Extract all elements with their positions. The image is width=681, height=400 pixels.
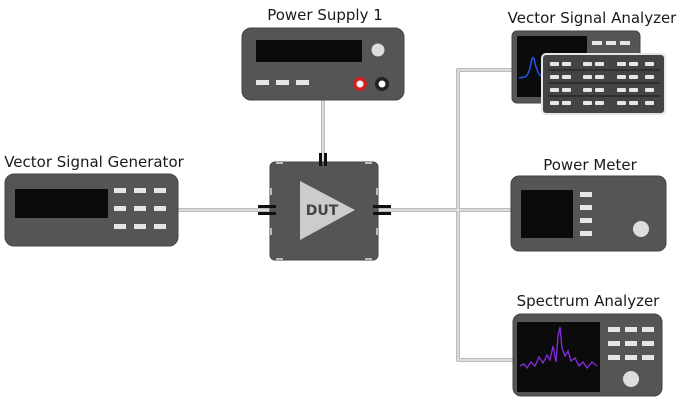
connector-dut-input xyxy=(258,205,276,215)
power-supply-knob xyxy=(371,43,385,57)
dut-label: DUT xyxy=(306,203,339,219)
button xyxy=(256,80,269,85)
button xyxy=(296,80,309,85)
connector-dut-output xyxy=(373,205,391,215)
signal-generator-label: Vector Signal Generator xyxy=(4,153,184,171)
generator-display xyxy=(15,189,108,218)
power-meter-knob xyxy=(633,221,649,237)
cable-highlights xyxy=(178,69,517,361)
spectrum-analyzer-knob xyxy=(623,371,639,387)
generator-buttons xyxy=(114,188,166,229)
spectrum-analyzer-label: Spectrum Analyzer xyxy=(517,292,661,310)
button xyxy=(276,80,289,85)
power-meter-label: Power Meter xyxy=(543,156,637,174)
cable-splitter-to-spectrum-analyzer xyxy=(456,210,514,362)
vsa-expansion-panel xyxy=(541,53,666,115)
vector-signal-analyzer xyxy=(511,30,666,115)
cable-splitter-to-vsa xyxy=(456,68,517,210)
connector-dut-power xyxy=(319,153,327,166)
power-supply xyxy=(241,27,405,101)
spectrum-analyzer xyxy=(512,313,663,397)
dut-mounting-brackets xyxy=(270,162,378,260)
vsa-label: Vector Signal Analyzer xyxy=(508,9,678,27)
connectors xyxy=(258,153,391,215)
power-supply-display xyxy=(256,40,362,62)
vector-signal-generator xyxy=(4,173,179,247)
dut: DUT xyxy=(269,161,379,261)
vsa-trace xyxy=(518,56,549,79)
amplifier-symbol xyxy=(300,181,355,240)
power-supply-label: Power Supply 1 xyxy=(267,6,383,24)
spectrum-trace xyxy=(519,326,598,370)
power-meter xyxy=(510,175,667,252)
power-meter-screen xyxy=(521,190,573,238)
